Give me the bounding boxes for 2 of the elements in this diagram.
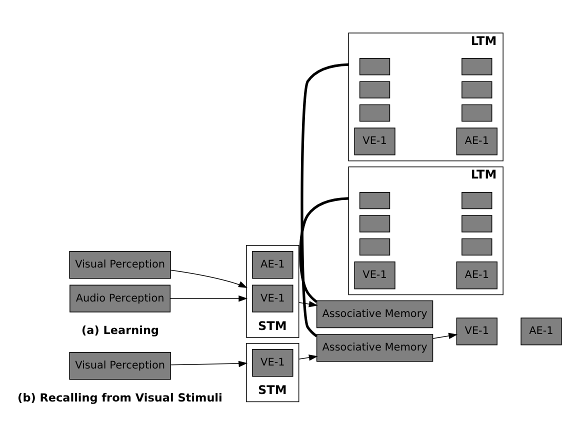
label: (b) Recalling from Visual Stimuli [18,391,222,404]
label: (a) Learning [82,324,159,338]
